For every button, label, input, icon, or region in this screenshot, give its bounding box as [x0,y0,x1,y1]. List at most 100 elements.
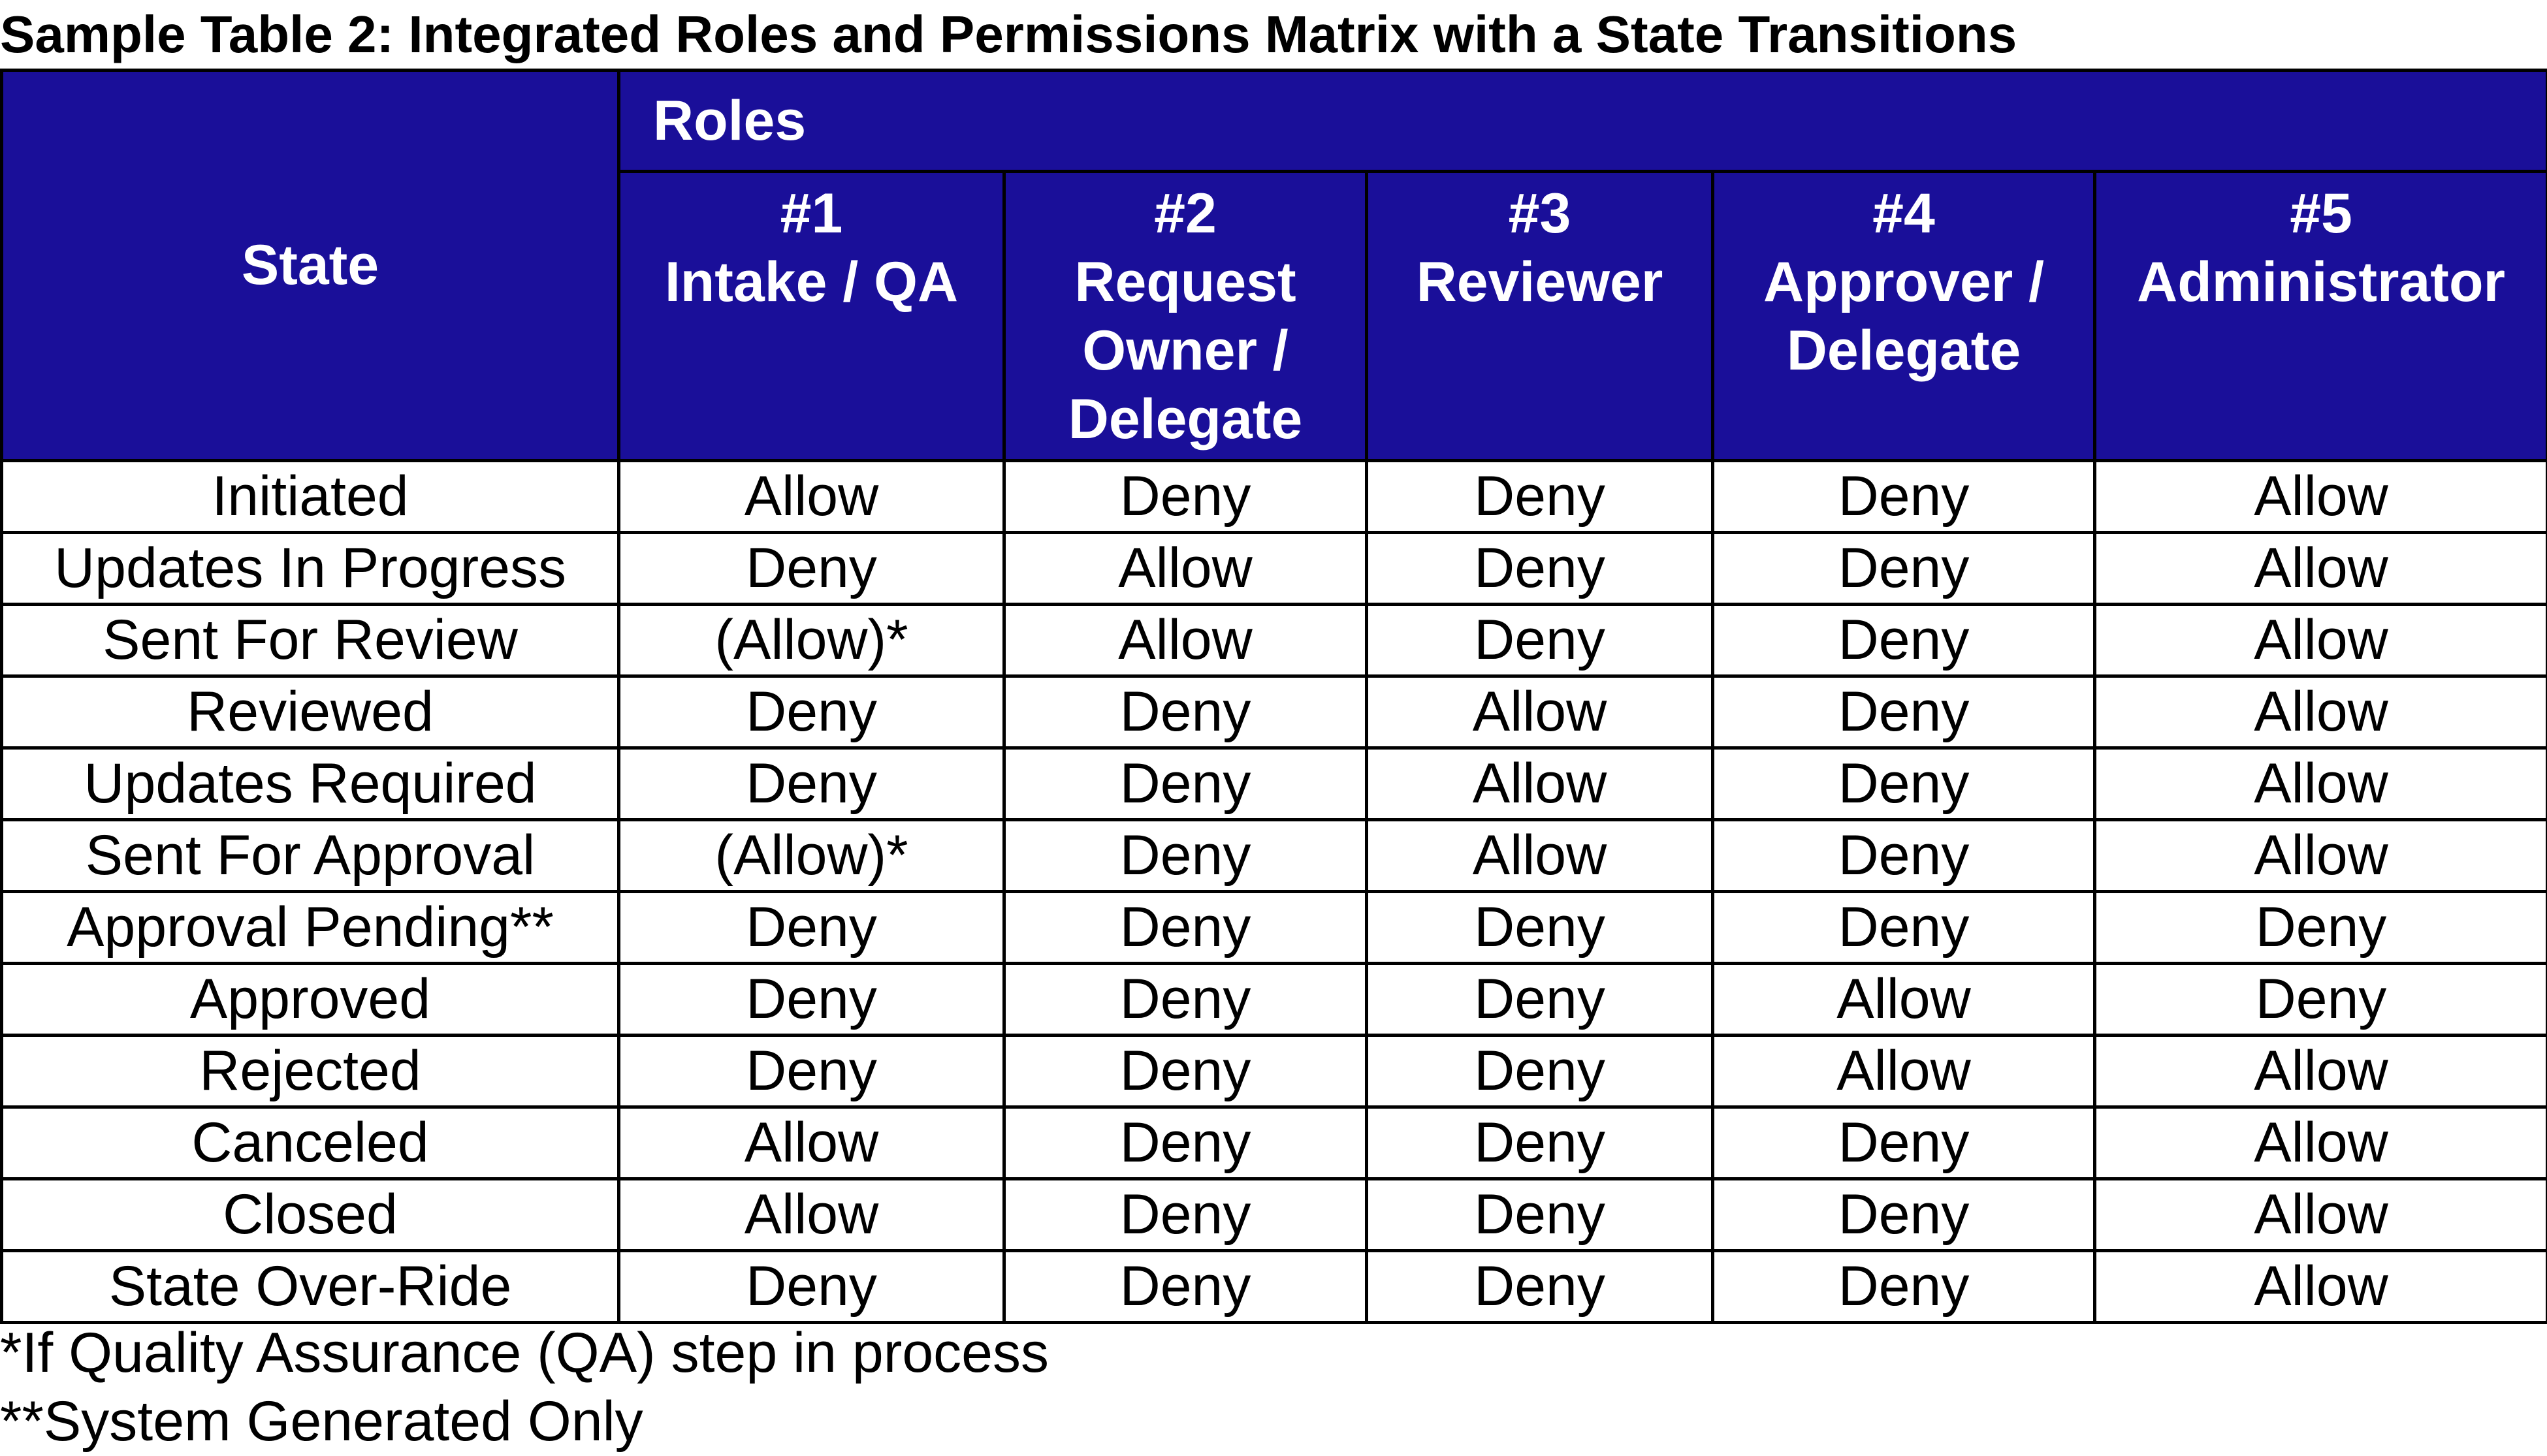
permission-cell: Allow [2095,1251,2547,1323]
role-number: #4 [1714,180,2093,248]
permission-cell: Deny [1367,892,1713,964]
footnote-system-generated: **System Generated Only [0,1387,1049,1456]
permission-cell: Deny [1367,605,1713,676]
role-number: #3 [1368,180,1711,248]
state-cell: Sent For Review [2,605,619,676]
permission-cell: Deny [1004,1107,1367,1179]
permission-cell: Deny [1713,461,2095,533]
permission-cell: Allow [1367,748,1713,820]
permission-cell: Deny [1367,964,1713,1036]
permission-cell: Deny [1367,1107,1713,1179]
state-cell: Closed [2,1179,619,1251]
permission-cell: Deny [619,676,1004,748]
permission-cell: Deny [1004,892,1367,964]
permission-cell: Allow [1004,533,1367,605]
permission-cell: Deny [1713,676,2095,748]
permission-cell: Deny [1004,1251,1367,1323]
role-name-line: Reviewer [1368,248,1711,317]
permission-cell: Deny [1713,1107,2095,1179]
state-column-header: State [2,71,619,461]
state-cell: Approved [2,964,619,1036]
permission-cell: (Allow)* [619,820,1004,892]
permission-cell: Allow [619,1107,1004,1179]
role-name-line: Administrator [2096,248,2546,317]
permission-cell: Allow [2095,533,2547,605]
permission-cell: Deny [1713,820,2095,892]
permission-cell: Allow [2095,1036,2547,1107]
permission-cell: Deny [1367,1251,1713,1323]
state-cell: Updates Required [2,748,619,820]
role-name-line: Intake / QA [620,248,1002,317]
permission-cell: (Allow)* [619,605,1004,676]
roles-group-header: Roles [619,71,2547,172]
permission-cell: Allow [2095,461,2547,533]
permission-cell: Deny [1004,1179,1367,1251]
permission-cell: Deny [1004,820,1367,892]
permission-cell: Deny [619,748,1004,820]
permission-cell: Allow [2095,676,2547,748]
permission-cell: Deny [1713,605,2095,676]
permission-cell: Allow [2095,748,2547,820]
permission-cell: Allow [1004,605,1367,676]
role-name-line: Owner / [1006,317,1365,385]
permission-cell: Allow [1713,964,2095,1036]
permission-cell: Deny [1004,964,1367,1036]
role-name-line: Approver / [1714,248,2093,317]
permission-cell: Deny [1713,892,2095,964]
permission-cell: Deny [619,1251,1004,1323]
permission-cell: Allow [2095,820,2547,892]
permission-cell: Deny [619,1036,1004,1107]
permission-cell: Deny [1367,461,1713,533]
permission-cell: Deny [619,533,1004,605]
role-name-line: Delegate [1714,317,2093,385]
role-name-line: Delegate [1006,385,1365,454]
permission-cell: Allow [619,461,1004,533]
permission-cell: Deny [1713,533,2095,605]
permission-cell: Deny [2095,892,2547,964]
permission-cell: Deny [1367,533,1713,605]
permission-cell: Deny [1004,461,1367,533]
state-cell: Canceled [2,1107,619,1179]
permission-cell: Allow [2095,1107,2547,1179]
state-cell: State Over-Ride [2,1251,619,1323]
table-title: Sample Table 2: Integrated Roles and Per… [0,0,2017,69]
permission-cell: Allow [1367,676,1713,748]
permission-cell: Deny [1367,1179,1713,1251]
role-number: #2 [1006,180,1365,248]
permission-cell: Deny [1004,676,1367,748]
permission-cell: Deny [619,892,1004,964]
state-cell: Initiated [2,461,619,533]
role-number: #1 [620,180,1002,248]
permission-cell: Deny [1004,748,1367,820]
permission-cell: Deny [1713,748,2095,820]
permission-cell: Allow [2095,1179,2547,1251]
state-cell: Reviewed [2,676,619,748]
state-cell: Approval Pending** [2,892,619,964]
permission-cell: Allow [1367,820,1713,892]
state-cell: Updates In Progress [2,533,619,605]
role-number: #5 [2096,180,2546,248]
permission-cell: Deny [1367,1036,1713,1107]
footnotes: *If Quality Assurance (QA) step in proce… [0,1319,1049,1456]
footnote-qa: *If Quality Assurance (QA) step in proce… [0,1319,1049,1387]
permission-cell: Deny [619,964,1004,1036]
permission-cell: Allow [619,1179,1004,1251]
permission-cell: Deny [2095,964,2547,1036]
role-name-line: Request [1006,248,1365,317]
